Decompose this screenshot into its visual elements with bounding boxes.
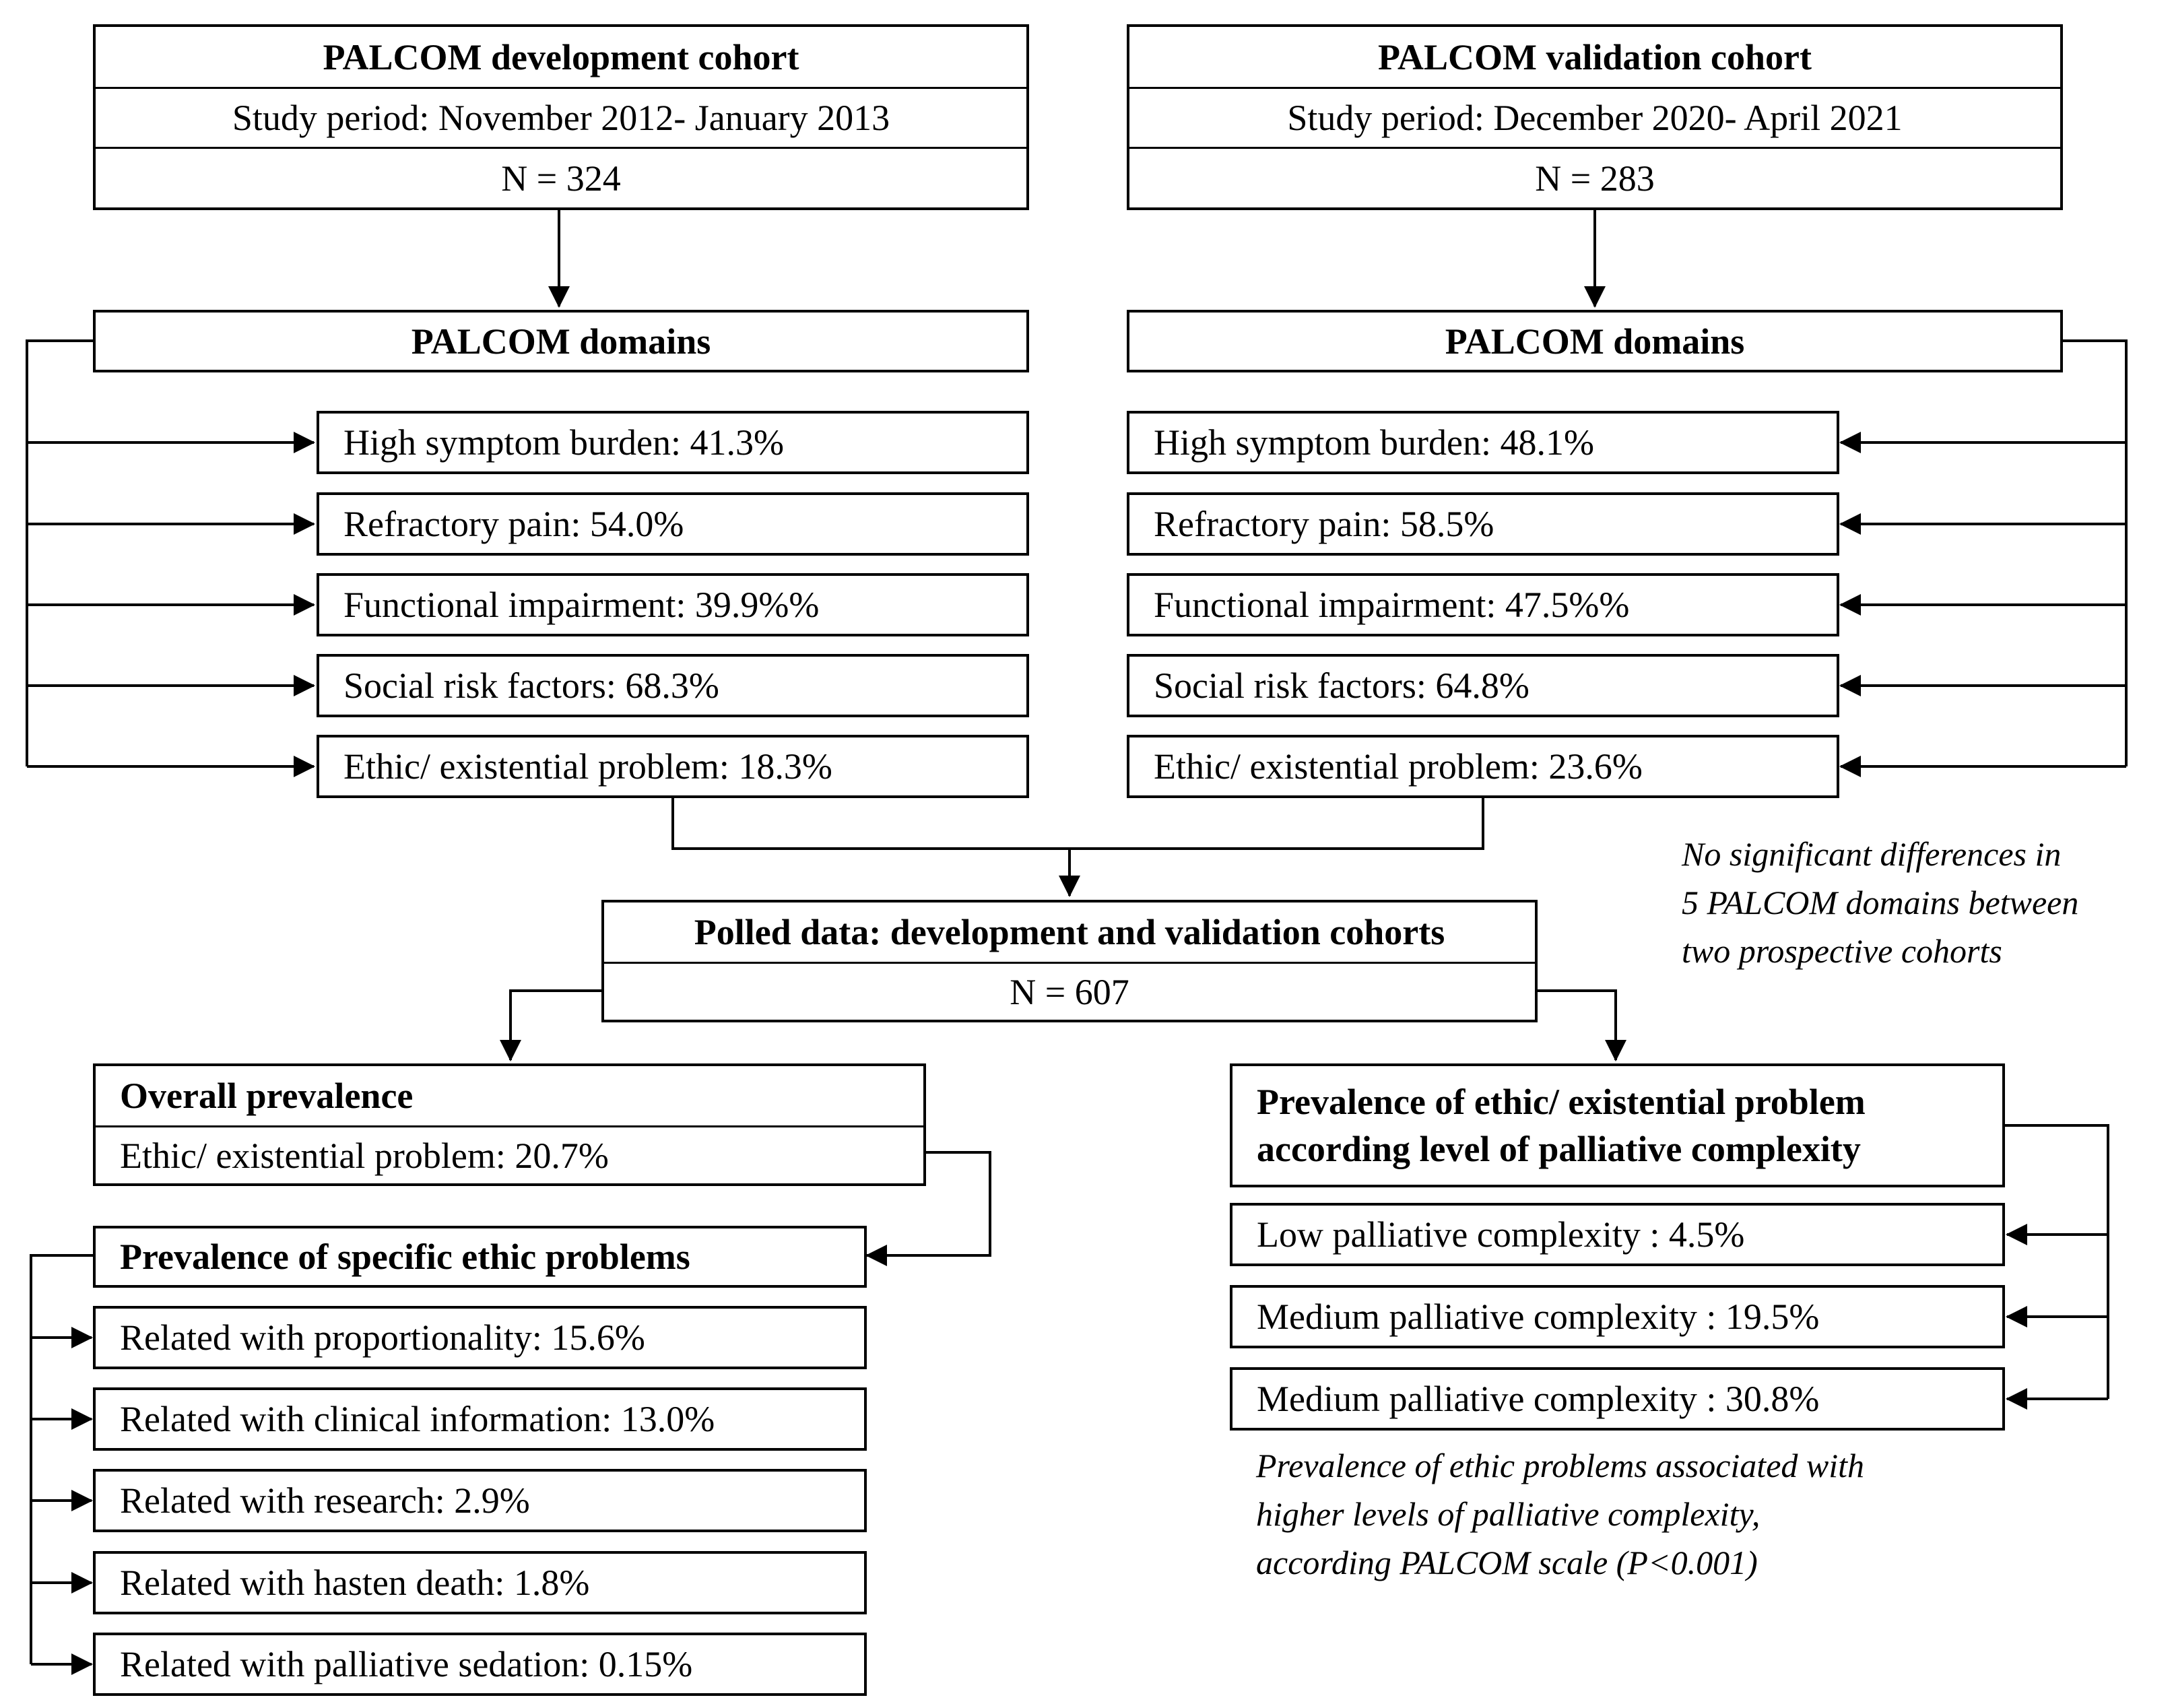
complexity-title-line: Prevalence of ethic/ existential problem [1257, 1082, 1866, 1122]
specific-problems-title: Prevalence of specific ethic problems [93, 1226, 867, 1288]
pooled-to-overall [500, 989, 601, 1061]
no-difference-note: No significant differences in 5 PALCOM d… [1682, 830, 2078, 975]
pooled-data-box: Polled data: development and validation … [601, 900, 1538, 1022]
complexity-note: Prevalence of ethic problems associated … [1256, 1441, 1864, 1587]
validation-study-period: Study period: December 2020- April 2021 [1129, 89, 2060, 149]
val-domains-bracket [2061, 339, 2128, 766]
specific-bracket [30, 1254, 93, 1664]
merge-connector [671, 797, 1484, 850]
complexity-title-box: Prevalence of ethic/ existential problem… [1230, 1063, 2005, 1187]
specific-problem-item: Related with hasten death: 1.8% [93, 1551, 867, 1614]
development-domain-item: Ethic/ existential problem: 18.3% [317, 735, 1029, 798]
development-domain-item: High symptom burden: 41.3% [317, 411, 1029, 474]
pooled-to-complexity [1536, 989, 1626, 1061]
pooled-n: N = 607 [1010, 971, 1129, 1012]
note-line: higher levels of palliative complexity, [1256, 1495, 1760, 1533]
complexity-bracket [2005, 1124, 2109, 1399]
specific-problem-item: Related with clinical information: 13.0% [93, 1387, 867, 1451]
overall-to-specific [865, 1151, 991, 1266]
note-line: Prevalence of ethic problems associated … [1256, 1447, 1865, 1484]
complexity-item: Medium palliative complexity : 30.8% [1230, 1367, 2005, 1431]
note-line: according PALCOM scale (P<0.001) [1256, 1544, 1758, 1581]
pooled-title: Polled data: development and validation … [604, 902, 1535, 964]
dev-domains-bracket [26, 339, 93, 766]
overall-value: Ethic/ existential problem: 20.7% [120, 1135, 609, 1176]
development-cohort-title: PALCOM development cohort [96, 27, 1026, 89]
specific-problem-item: Related with palliative sedation: 0.15% [93, 1633, 867, 1696]
validation-domain-item: Refractory pain: 58.5% [1127, 492, 1839, 556]
validation-domain-item: Ethic/ existential problem: 23.6% [1127, 735, 1839, 798]
overall-prevalence-box: Overall prevalence Ethic/ existential pr… [93, 1063, 926, 1186]
development-cohort-box: PALCOM development cohort Study period: … [93, 24, 1029, 210]
note-line: 5 PALCOM domains between [1682, 884, 2079, 921]
specific-problem-item: Related with proportionality: 15.6% [93, 1306, 867, 1369]
development-n: N = 324 [501, 158, 621, 199]
validation-cohort-box: PALCOM validation cohort Study period: D… [1127, 24, 2063, 210]
validation-cohort-title: PALCOM validation cohort [1129, 27, 2060, 89]
note-line: No significant differences in [1682, 835, 2062, 873]
validation-domain-item: Functional impairment: 47.5%% [1127, 573, 1839, 636]
validation-domain-item: Social risk factors: 64.8% [1127, 654, 1839, 717]
overall-title: Overall prevalence [96, 1066, 923, 1127]
development-domain-item: Refractory pain: 54.0% [317, 492, 1029, 556]
validation-domain-item: High symptom burden: 48.1% [1127, 411, 1839, 474]
development-study-period: Study period: November 2012- January 201… [96, 89, 1026, 149]
note-line: two prospective cohorts [1682, 932, 2002, 970]
complexity-item: Low palliative complexity : 4.5% [1230, 1203, 2005, 1266]
complexity-title-line: according level of palliative complexity [1257, 1129, 1861, 1169]
development-domain-item: Functional impairment: 39.9%% [317, 573, 1029, 636]
complexity-item: Medium palliative complexity : 19.5% [1230, 1285, 2005, 1348]
development-domains-title: PALCOM domains [93, 310, 1029, 372]
validation-n: N = 283 [1535, 158, 1655, 199]
specific-problem-item: Related with research: 2.9% [93, 1469, 867, 1532]
validation-domains-title: PALCOM domains [1127, 310, 2063, 372]
development-domain-item: Social risk factors: 68.3% [317, 654, 1029, 717]
